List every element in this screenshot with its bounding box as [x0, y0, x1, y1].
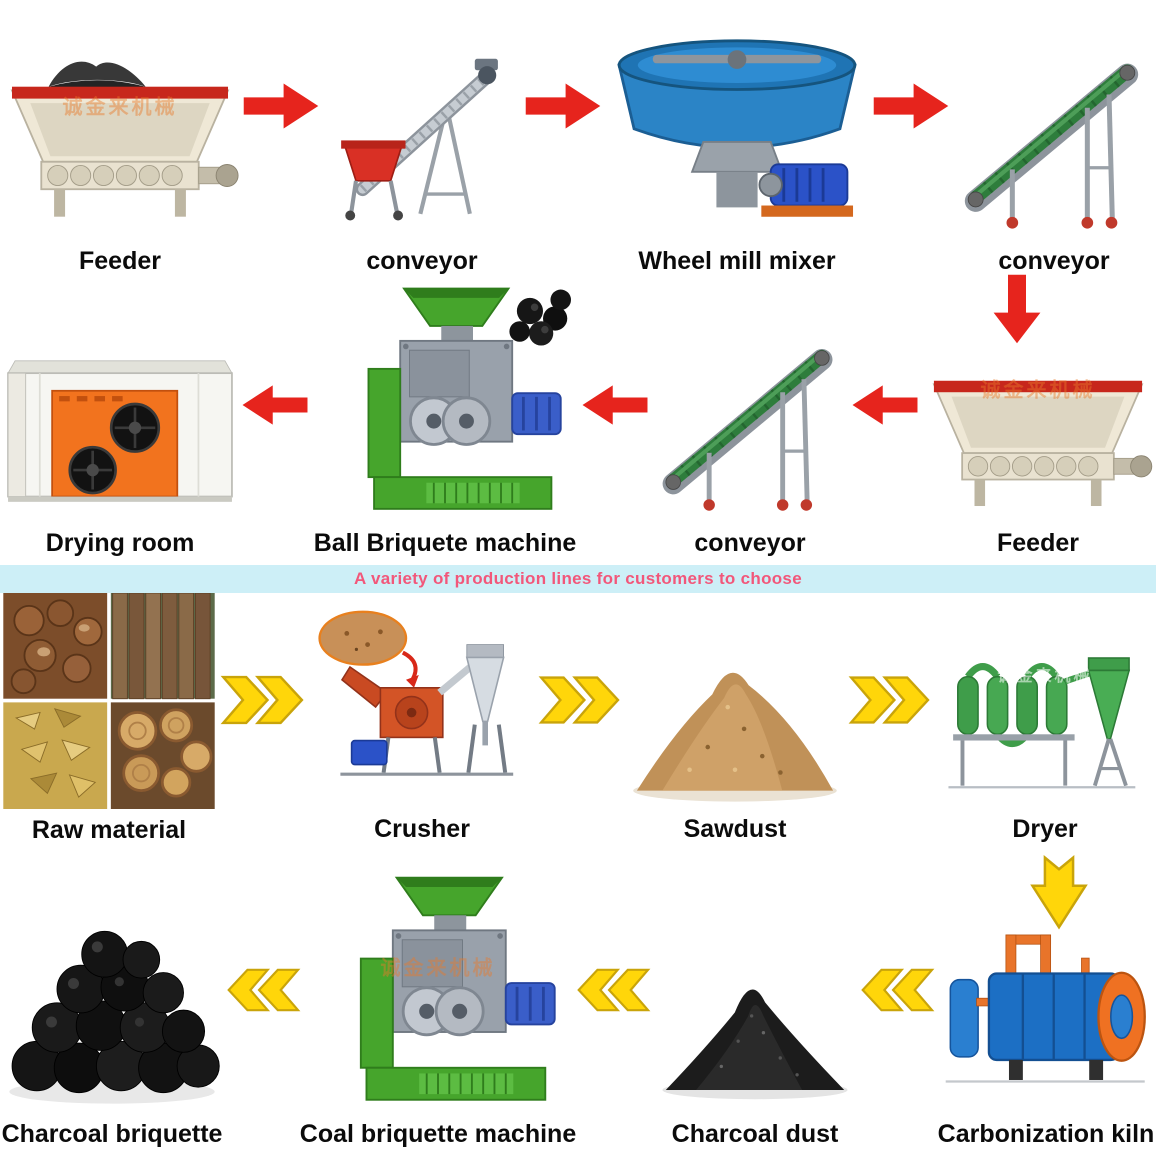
- arrow-down-yellow-icon: [1030, 852, 1088, 932]
- step-screw-conveyor: conveyor: [322, 0, 522, 283]
- charcoal-balls-inset: [509, 289, 571, 346]
- charcoal-dust-image: [652, 851, 858, 1112]
- feeder-image: 诚金来机械: [0, 0, 240, 239]
- feeder-label: Feeder: [997, 528, 1079, 557]
- arrow-left-icon: [240, 283, 310, 565]
- step-crusher: Crusher: [308, 593, 536, 851]
- step-wheel-mill-mixer: Wheel mill mixer: [604, 0, 870, 283]
- conveyor-label: conveyor: [694, 528, 806, 557]
- step-raw-material: Raw material: [0, 593, 218, 851]
- feeder-illustration: [10, 61, 239, 217]
- step-charcoal-briquette: Charcoal briquette: [0, 851, 224, 1156]
- step-charcoal-dust: Charcoal dust: [652, 851, 858, 1156]
- arrow-left-icon: [580, 283, 650, 565]
- sawdust-image: [624, 593, 846, 807]
- raw-material-label: Raw material: [31, 815, 187, 844]
- feeder-label: Feeder: [79, 246, 161, 275]
- carbonization-kiln-label: Carbonization kiln: [937, 1119, 1155, 1148]
- process-row-3: Raw material: [0, 593, 1156, 851]
- carbonization-kiln-image: [936, 851, 1156, 1112]
- step-coal-briquette-machine: 诚金来机械 Coal briquette machine: [299, 851, 577, 1156]
- crusher-image: [308, 593, 536, 807]
- ball-briquette-machine-illustration: [367, 287, 571, 510]
- coal-briquette-machine-illustration: [359, 876, 556, 1101]
- step-belt-conveyor-1: conveyor: [952, 0, 1156, 283]
- arrow-right-icon: [870, 0, 952, 283]
- screw-conveyor-illustration: [341, 58, 498, 221]
- conveyor-label: conveyor: [998, 246, 1110, 275]
- feeder-illustration: [932, 380, 1153, 507]
- banner-text: A variety of production lines for custom…: [354, 569, 802, 588]
- wheel-mill-mixer-label: Wheel mill mixer: [638, 246, 836, 275]
- process-row-1: 诚金来机械 Feeder: [0, 0, 1156, 283]
- coal-briquette-machine-label: Coal briquette machine: [299, 1119, 577, 1148]
- crusher-illustration: [318, 610, 514, 776]
- arrow-left-yellow-icon: [858, 851, 936, 1156]
- dryer-illustration: [948, 657, 1136, 789]
- ball-briquette-machine-image: [310, 283, 580, 521]
- arrow-left-yellow-icon: [224, 851, 302, 1156]
- step-carbonization-kiln: Carbonization kiln: [936, 851, 1156, 1156]
- coal-briquette-machine-image: 诚金来机械: [302, 851, 574, 1112]
- step-belt-conveyor-2: conveyor: [650, 283, 850, 565]
- arrow-down-icon: [990, 272, 1044, 346]
- step-drying-room: Drying room: [0, 283, 240, 565]
- crusher-label: Crusher: [374, 814, 470, 843]
- screw-conveyor-image: [322, 0, 522, 239]
- charcoal-briquette-illustration: [9, 930, 220, 1104]
- belt-conveyor-image: [952, 0, 1156, 239]
- drying-room-label: Drying room: [45, 528, 195, 557]
- carbonization-kiln-illustration: [945, 934, 1146, 1083]
- arrow-left-icon: [850, 283, 920, 565]
- arrow-left-yellow-icon: [574, 851, 652, 1156]
- step-sawdust: Sawdust: [624, 593, 846, 851]
- arrow-right-yellow-icon: [218, 593, 308, 851]
- charcoal-dust-illustration: [662, 989, 848, 1100]
- process-row-2: Drying room: [0, 283, 1156, 565]
- wheel-mill-mixer-illustration: [617, 39, 857, 217]
- sawdust-illustration: [633, 672, 837, 802]
- drying-room-illustration: [7, 360, 233, 502]
- dryer-label: Dryer: [1012, 814, 1078, 843]
- arrow-right-yellow-icon: [536, 593, 624, 851]
- ball-briquette-machine-label: Ball Briquete machine: [313, 528, 577, 557]
- drying-room-image: [0, 283, 240, 521]
- step-feeder-1: 诚金来机械 Feeder: [0, 0, 240, 283]
- charcoal-briquette-image: [0, 851, 224, 1112]
- belt-conveyor-image: [650, 283, 850, 521]
- banner: A variety of production lines for custom…: [0, 565, 1156, 593]
- charcoal-briquette-label: Charcoal briquette: [1, 1119, 223, 1148]
- dryer-image: 诚金来机械: [934, 593, 1156, 807]
- charcoal-dust-label: Charcoal dust: [671, 1119, 839, 1148]
- step-dryer: 诚金来机械 Dryer: [934, 593, 1156, 851]
- arrow-right-icon: [240, 0, 322, 283]
- process-row-4: Charcoal briquette: [0, 851, 1156, 1156]
- belt-conveyor-illustration: [964, 63, 1139, 229]
- raw-material-image: [0, 593, 218, 809]
- arrow-right-yellow-icon: [846, 593, 934, 851]
- arrow-right-icon: [522, 0, 604, 283]
- belt-conveyor-illustration: [662, 348, 833, 511]
- conveyor-label: conveyor: [366, 246, 478, 275]
- sawdust-label: Sawdust: [683, 814, 787, 843]
- step-ball-briquette-machine: Ball Briquete machine: [310, 283, 580, 565]
- raw-material-illustration: [3, 593, 215, 809]
- wheel-mill-mixer-image: [604, 0, 870, 239]
